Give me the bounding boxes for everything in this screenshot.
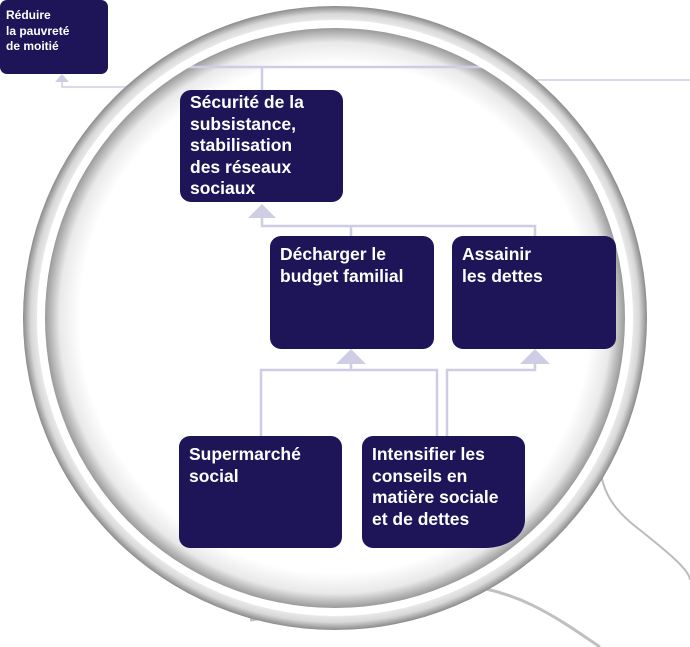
node-goal-line: la pauvreté: [6, 23, 70, 38]
node-debts: Assainir les dettes: [452, 236, 616, 349]
node-security-line: des réseaux: [190, 156, 292, 177]
node-security: Sécurité de la subsistance, stabilisatio…: [180, 90, 343, 202]
magnifier-handle: [520, 420, 690, 647]
node-supermarket-line: social: [189, 465, 239, 486]
node-security-line: subsistance,: [190, 113, 297, 134]
arrow-to-goal: [55, 74, 69, 82]
node-counseling-line: matière sociale: [372, 487, 499, 507]
arrow-to-security: [248, 204, 276, 218]
node-security-line: stabilisation: [190, 135, 293, 155]
node-supermarket: Supermarché social: [179, 436, 342, 548]
node-counseling-line: Intensifier les: [372, 444, 485, 464]
magnified-arrows: [248, 204, 550, 364]
node-supermarket-line: Supermarché: [189, 444, 301, 464]
node-security-line: Sécurité de la: [190, 92, 304, 112]
node-goal-line: Réduire: [6, 8, 51, 22]
node-budget-line: Décharger le: [280, 244, 387, 264]
node-security-line: sociaux: [190, 178, 256, 198]
node-debts-line: Assainir: [462, 244, 532, 264]
node-budget: Décharger le budget familial: [270, 236, 434, 349]
arrow-to-budget: [336, 349, 366, 364]
arrow-to-debts: [520, 349, 550, 364]
node-counseling-line: et de dettes: [372, 508, 470, 529]
node-budget-line: budget familial: [280, 265, 404, 286]
node-counseling: Intensifier les conseils en matière soci…: [362, 436, 525, 548]
node-debts-line: les dettes: [462, 265, 543, 286]
node-counseling-line: conseils en: [372, 465, 468, 486]
node-goal: Réduire la pauvreté de moitié: [0, 0, 108, 74]
node-goal-line: de moitié: [6, 39, 59, 54]
